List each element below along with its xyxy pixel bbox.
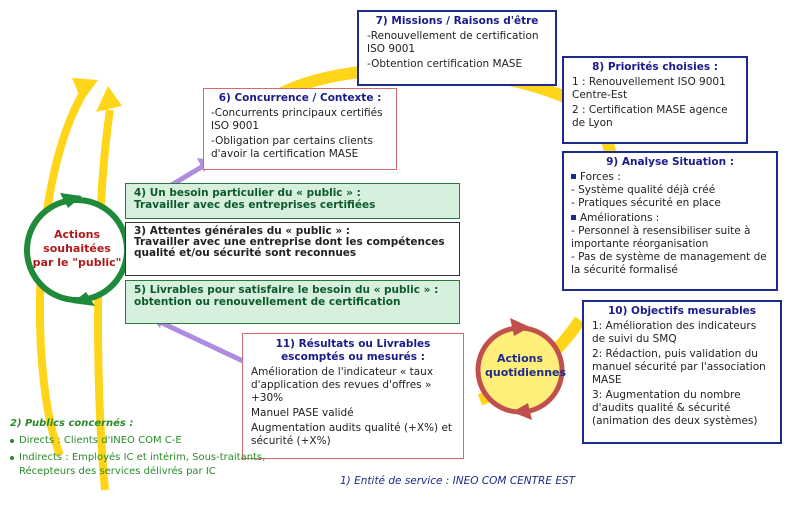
amelio-label: Améliorations :: [580, 212, 660, 224]
objectifs-line: 2: Rédaction, puis validation du manuel …: [592, 348, 766, 386]
entite-label: 1) Entité de service : INEO COM CENTRE E…: [340, 475, 576, 487]
resultats-line: Augmentation audits qualité (+X%) et séc…: [251, 422, 453, 447]
red-arrowhead-bottom: [512, 403, 532, 420]
concurrence-line: -Obligation par certains clients d'avoir…: [211, 135, 373, 160]
objectifs-line: 3: Augmentation du nombre d'audits quali…: [592, 389, 758, 427]
bullet-square-icon: [571, 215, 576, 220]
resultats-line: Amélioration de l'indicateur « taux d'ap…: [251, 366, 434, 404]
objectifs-box: 10) Objectifs mesurables 1: Amélioration…: [582, 300, 782, 444]
red-arrowhead-top: [510, 318, 530, 336]
besoin-line: Travailler avec des entreprises certifié…: [134, 199, 376, 211]
attentes-line: Travailler avec une entreprise dont les …: [134, 236, 445, 259]
resultats-title: 11) Résultats ou Livrables escomptés ou …: [275, 338, 431, 363]
besoin-line: 4) Un besoin particulier du « public » :: [134, 187, 361, 199]
concurrence-line: -Concurrents principaux certifiés ISO 90…: [211, 107, 383, 132]
forces-item: - Système qualité déjà créé: [571, 184, 716, 196]
priorites-line: 1 : Renouvellement ISO 9001 Centre-Est: [572, 76, 726, 101]
publics-title: 2) Publics concernés :: [10, 418, 134, 429]
attentes-box: 3) Attentes générales du « public » : Tr…: [125, 222, 460, 276]
actions-quotidiennes-label: Actions quotidiennes: [485, 352, 567, 379]
purple-arrow-bottom: [158, 319, 247, 365]
priorites-title: 8) Priorités choisies :: [592, 61, 718, 73]
attentes-line: 3) Attentes générales du « public » :: [134, 225, 350, 237]
publics-item: Directs : Clients d'INEO COM C-E: [19, 435, 182, 446]
priorites-box: 8) Priorités choisies : 1 : Renouvelleme…: [562, 56, 748, 144]
actions-souhaitees-label: Actions souhaitées par le "public": [32, 228, 122, 269]
yellow-left-arrowhead: [72, 78, 98, 102]
missions-title: 7) Missions / Raisons d'être: [375, 15, 539, 27]
forces-label: Forces :: [580, 171, 621, 183]
resultats-line: Manuel PASE validé: [251, 407, 354, 419]
objectifs-line: 1: Amélioration des indicateurs de suivi…: [592, 320, 757, 345]
publics-item: Indirects : Employés IC et intérim, Sous…: [19, 452, 266, 477]
concurrence-title: 6) Concurrence / Contexte :: [218, 92, 382, 104]
missions-line: -Obtention certification MASE: [367, 58, 523, 70]
publics-section: 2) Publics concernés : Directs : Clients…: [10, 417, 270, 479]
green-arrowhead-bottom: [72, 292, 95, 306]
besoin-box: 4) Un besoin particulier du « public » :…: [125, 183, 460, 219]
livrables-text: 5) Livrables pour satisfaire le besoin d…: [134, 284, 439, 308]
resultats-box: 11) Résultats ou Livrables escomptés ou …: [242, 333, 464, 459]
amelio-item: - Pas de système de management de la séc…: [571, 251, 767, 276]
analyse-title: 9) Analyse Situation :: [606, 156, 734, 168]
livrables-box: 5) Livrables pour satisfaire le besoin d…: [125, 280, 460, 324]
bullet-dot-icon: [10, 439, 14, 443]
amelio-item: - Personnel à resensibiliser suite à imp…: [571, 225, 751, 250]
bullet-square-icon: [571, 174, 576, 179]
yellow-mid-arrowhead: [96, 86, 122, 112]
analyse-box: 9) Analyse Situation : Forces : - Systèm…: [562, 151, 778, 291]
bullet-dot-icon: [10, 456, 14, 460]
missions-box: 7) Missions / Raisons d'être -Renouvelle…: [357, 10, 557, 86]
missions-line: -Renouvellement de certification ISO 900…: [367, 30, 539, 55]
green-arrowhead-top: [60, 193, 82, 208]
objectifs-title: 10) Objectifs mesurables: [607, 305, 757, 317]
forces-item: - Pratiques sécurité en place: [571, 197, 721, 209]
priorites-line: 2 : Certification MASE agence de Lyon: [572, 104, 728, 129]
concurrence-box: 6) Concurrence / Contexte : -Concurrents…: [203, 88, 397, 170]
